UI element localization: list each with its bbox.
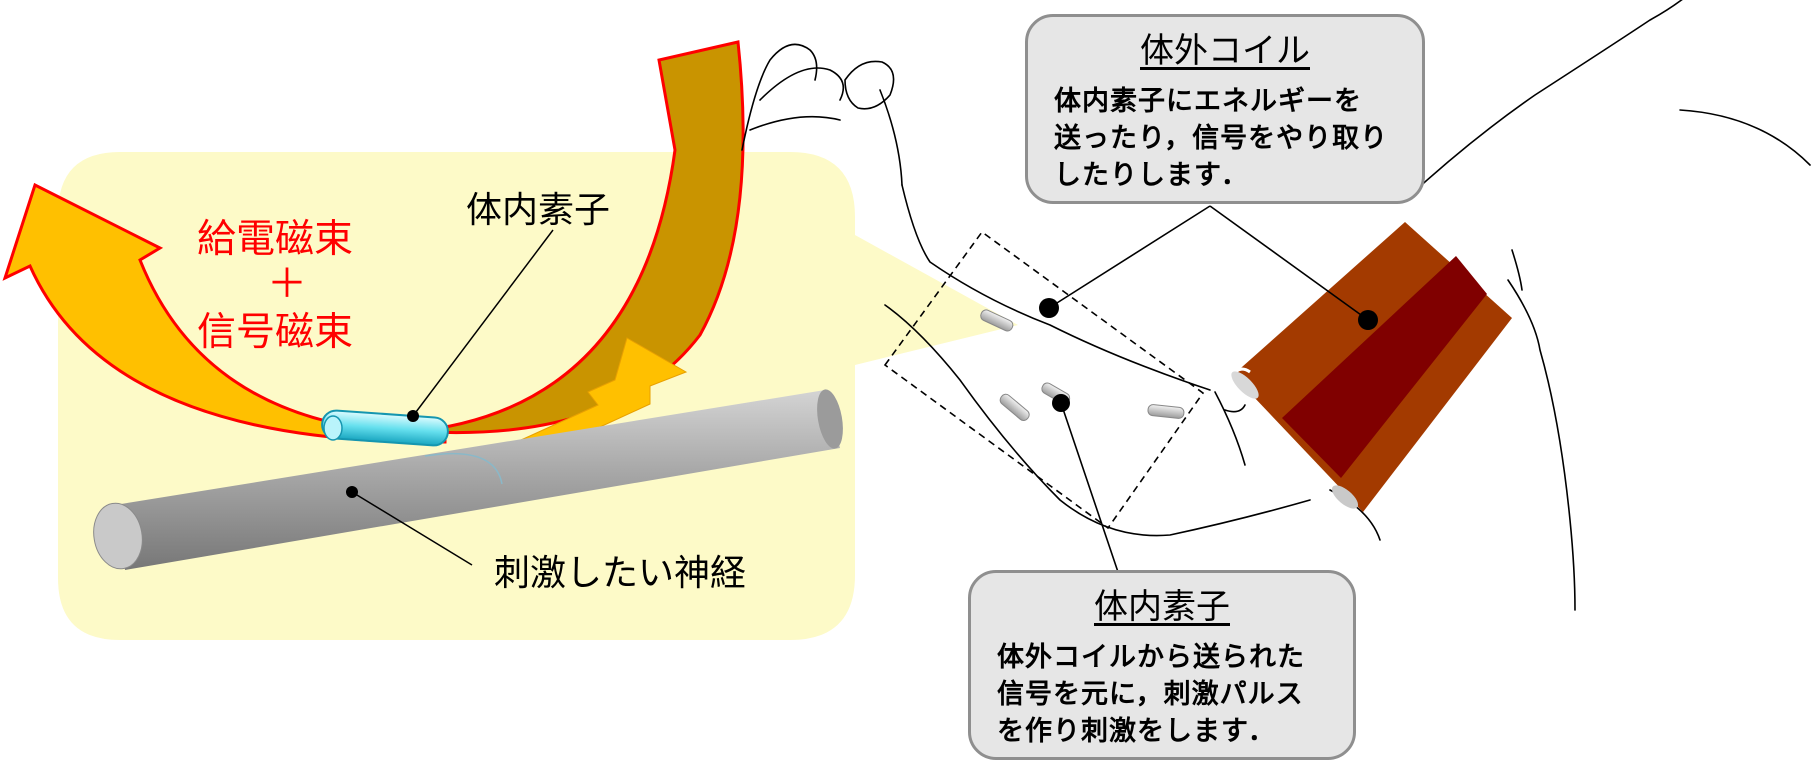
callout-implant-body: 体外コイルから送られた 信号を元に，刺激パルス を作り刺激をします．	[997, 642, 1305, 747]
implant-pointer-line	[412, 229, 554, 417]
flux-label-line2: 信号磁束	[197, 310, 353, 355]
nerve-label: 刺激したい神経	[494, 553, 746, 594]
coil-pointer-line-1	[1048, 205, 1211, 309]
zoom-region	[883, 230, 1205, 530]
callout-implant-device: 体内素子 体外コイルから送られた 信号を元に，刺激パルス を作り刺激をします．	[968, 570, 1356, 760]
arm-implants	[980, 309, 1185, 421]
callout-coil-title: 体外コイル	[1140, 31, 1310, 71]
flux-label-plus: ＋	[267, 261, 307, 307]
callout-external-coil: 体外コイル 体内素子にエネルギーを 送ったり，信号をやり取り したりします．	[1025, 14, 1425, 204]
flux-label-line1: 給電磁束	[197, 217, 353, 262]
implant-label: 体内素子	[466, 190, 610, 231]
arm-outline	[741, 0, 1811, 611]
coil-pointer-line-2	[1209, 205, 1369, 321]
nerve-pointer-line	[351, 491, 473, 566]
callout-coil-body: 体内素子にエネルギーを 送ったり，信号をやり取り したりします．	[1054, 86, 1389, 191]
callout-implant-title: 体内素子	[1094, 587, 1230, 627]
external-coil	[1231, 222, 1512, 512]
implant-pointer-line-arm	[1060, 402, 1119, 573]
flux-arrow	[2, 182, 447, 444]
nerve	[93, 389, 843, 570]
